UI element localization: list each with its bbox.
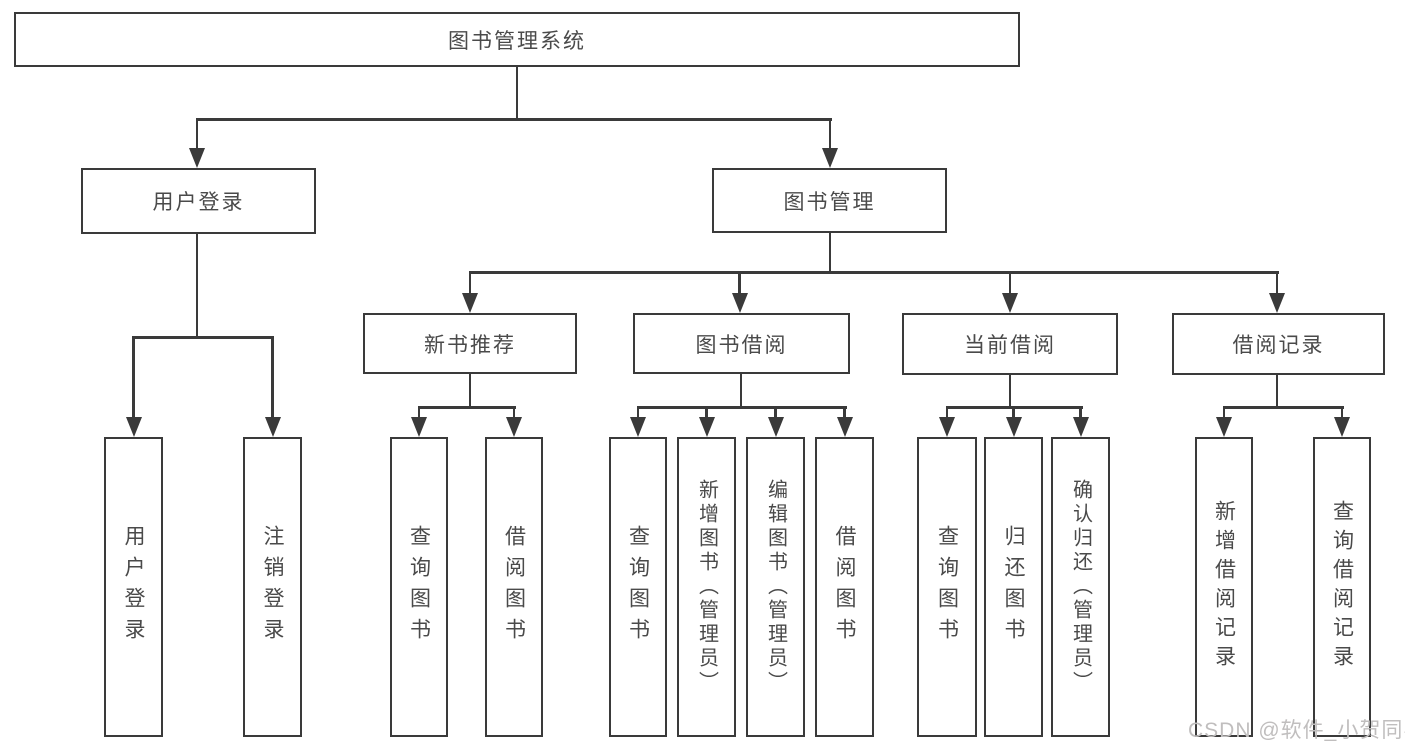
leaf-logout: 注销登录 [243,437,302,737]
leaf-label: 新增借阅记录 [1212,500,1236,674]
leaf-bb-edit-books-admin: 编辑图书（管理员） [746,437,805,737]
arrow-leaf-icon [506,417,522,437]
node-borrow-records: 借阅记录 [1172,313,1385,375]
connector-to-borrow-records [1275,271,1279,296]
connector-new-book-branch [417,406,516,409]
leaf-br-add-record: 新增借阅记录 [1195,437,1253,737]
arrow-current-borrow-icon [1002,293,1018,313]
connector-leaf-stem [512,406,516,420]
leaf-label: 确认归还（管理员） [1069,479,1092,695]
arrow-book-management-icon [822,148,838,168]
connector-to-book-management [828,118,832,150]
connector-leaf-stem [945,406,949,420]
leaf-label: 新增图书（管理员） [695,479,718,695]
node-library-management-system: 图书管理系统 [14,12,1020,67]
arrow-new-book-icon [462,293,478,313]
node-label: 用户登录 [152,191,245,214]
leaf-br-query-record: 查询借阅记录 [1313,437,1371,737]
arrow-leaf-icon [411,417,427,437]
leaf-label: 借阅图书 [833,525,856,649]
arrow-borrow-records-icon [1269,293,1285,313]
connector-leaf-stem [774,406,777,420]
connector-leaf-stem [1222,406,1226,420]
leaf-label: 编辑图书（管理员） [764,479,787,695]
connector-to-new-book [468,271,472,296]
arrow-leaf-icon [767,417,784,437]
arrow-book-borrow-icon [731,293,748,313]
leaf-label: 归还图书 [1002,525,1025,649]
leaf-label: 查询借阅记录 [1330,500,1354,674]
connector-current-borrow-stem [1008,375,1012,406]
leaf-cb-confirm-return-admin: 确认归还（管理员） [1051,437,1110,737]
connector-new-book-stem [468,374,472,406]
connector-book-borrow-stem [739,374,743,406]
node-user-login: 用户登录 [81,168,316,234]
connector-book-management-branch [468,271,1279,274]
arrow-leaf-icon [1072,417,1089,437]
arrow-user-login-icon [189,148,205,168]
node-label: 新书推荐 [424,333,516,357]
connector-user-login-stem [195,234,199,338]
connector-leaf-stem [705,406,708,420]
node-label: 借阅记录 [1232,334,1325,357]
node-label: 图书管理 [783,190,876,214]
node-book-management: 图书管理 [712,168,947,233]
arrow-leaf-login-icon [125,417,142,437]
connector-to-leaf-logout [271,336,274,420]
connector-leaf-stem [843,406,846,420]
connector-borrow-records-branch [1222,406,1344,409]
leaf-label: 查询图书 [407,525,431,649]
arrow-leaf-icon [1216,417,1232,437]
leaf-bb-borrow-books: 借阅图书 [815,437,874,737]
node-label: 图书管理系统 [448,29,586,53]
arrow-leaf-icon [1334,417,1350,437]
leaf-nbr-borrow-books: 借阅图书 [485,437,543,737]
connector-leaf-stem [417,406,421,420]
connector-book-borrow-branch [636,406,847,409]
connector-root-branch [195,118,832,121]
connector-to-book-borrow [738,271,741,296]
connector-leaf-stem [1012,406,1015,420]
csdn-watermark: CSDN @软件_小贺同学 [1188,719,1405,742]
leaf-label: 查询图书 [935,525,959,649]
connector-to-user-login [195,118,199,150]
node-current-borrow: 当前借阅 [902,313,1118,375]
leaf-bb-add-books-admin: 新增图书（管理员） [677,437,736,737]
node-label: 图书借阅 [695,333,788,357]
leaf-label: 借阅图书 [502,525,526,649]
node-label: 当前借阅 [964,334,1056,357]
leaf-label: 用户登录 [122,525,145,649]
arrow-leaf-icon [630,417,646,437]
connector-book-management-stem [828,233,832,273]
arrow-leaf-icon [836,417,853,437]
connector-leaf-stem [1340,406,1344,420]
connector-to-leaf-login [132,336,135,420]
connector-leaf-stem [636,406,640,420]
node-book-borrow: 图书借阅 [633,313,850,374]
leaf-cb-return-books: 归还图书 [984,437,1043,737]
connector-leaf-stem [1079,406,1082,420]
arrow-leaf-logout-icon [264,417,281,437]
arrow-leaf-icon [698,417,715,437]
leaf-label: 注销登录 [261,525,284,649]
arrow-leaf-icon [1005,417,1022,437]
connector-borrow-records-stem [1275,375,1279,406]
connector-root-stem [515,67,519,119]
arrow-leaf-icon [939,417,955,437]
leaf-label: 查询图书 [626,525,650,649]
leaf-bb-query-books: 查询图书 [609,437,667,737]
leaf-user-login: 用户登录 [104,437,163,737]
leaf-cb-query-books: 查询图书 [917,437,977,737]
connector-to-current-borrow [1008,271,1012,296]
node-new-book-recommend: 新书推荐 [363,313,577,374]
connector-user-login-branch [132,336,275,339]
leaf-nbr-query-books: 查询图书 [390,437,448,737]
